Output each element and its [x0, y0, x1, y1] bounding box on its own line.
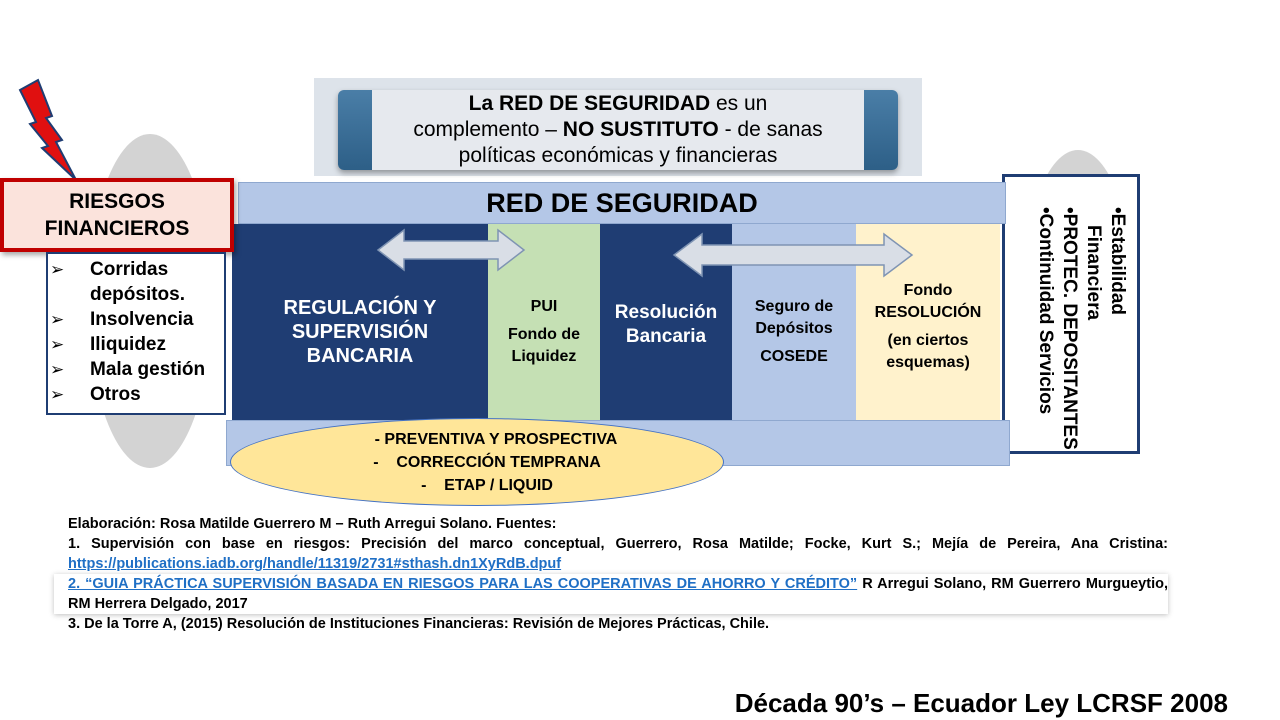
- source-ref-1: 1. Supervisión con base en riesgos: Prec…: [68, 534, 1168, 574]
- column-text: Resolución: [614, 302, 718, 323]
- objective-item: •PROTEC. DEPOSITANTES: [1059, 207, 1080, 450]
- prevention-line: - PREVENTIVA Y PROSPECTIVA: [374, 430, 618, 448]
- column-regulacion: REGULACIÓN Y SUPERVISIÓN BANCARIA: [232, 224, 488, 420]
- source-ref-2-text: R Arregui Solano, RM Guerrero Murgueytio…: [68, 576, 1168, 612]
- banner-line2-post: - de sanas: [718, 118, 823, 141]
- arrow-bullet-icon: ➢: [50, 310, 65, 329]
- list-item: ➢ Corridas: [48, 257, 224, 282]
- sources-heading: Elaboración: Rosa Matilde Guerrero M – R…: [68, 516, 557, 532]
- list-item-text: Insolvencia: [90, 309, 194, 330]
- double-arrow-icon: [672, 232, 914, 278]
- arrow-bullet-icon: ➢: [50, 335, 65, 354]
- column-text: REGULACIÓN Y: [283, 297, 437, 319]
- column-text: Fondo de: [508, 326, 580, 343]
- source-ref-3: 3. De la Torre A, (2015) Resolución de I…: [68, 616, 770, 632]
- list-item-text: Iliquidez: [90, 334, 166, 355]
- column-text: SUPERVISIÓN: [291, 321, 429, 343]
- banner-line1-bold: La RED DE SEGURIDAD: [468, 92, 711, 115]
- column-text: esquemas): [886, 354, 970, 371]
- list-item-text: Otros: [90, 384, 141, 405]
- column-text: COSEDE: [760, 348, 828, 365]
- arrow-bullet-icon: ➢: [50, 260, 65, 279]
- prevention-line: - CORRECCIÓN TEMPRANA: [373, 453, 601, 471]
- column-text: Seguro de: [754, 298, 834, 315]
- right-objectives-text: •Estabilidad Financiera •PROTEC. DEPOSIT…: [1019, 207, 1129, 450]
- list-item: ➢ Insolvencia: [48, 307, 224, 332]
- arrow-bullet-icon: ➢: [50, 360, 65, 379]
- column-text: RESOLUCIÓN: [874, 304, 982, 321]
- lightning-icon: [18, 78, 77, 181]
- column-text: PUI: [530, 298, 558, 315]
- riesgos-title-box: RIESGOS FINANCIEROS: [0, 178, 234, 252]
- prevention-ellipse: - PREVENTIVA Y PROSPECTIVA - CORRECCIÓN …: [230, 418, 724, 506]
- column-text: Bancaria: [625, 326, 707, 347]
- footer-caption: Década 90’s – Ecuador Ley LCRSF 2008: [734, 688, 1228, 718]
- source-ref-2: 2. “GUIA PRÁCTICA SUPERVISIÓN BASADA EN …: [54, 574, 1168, 614]
- source-ref-1-link[interactable]: https://publications.iadb.org/handle/113…: [68, 556, 562, 572]
- arrow-bullet-icon: ➢: [50, 385, 65, 404]
- list-item: depósitos.: [48, 282, 224, 307]
- list-item-text: depósitos.: [90, 284, 186, 305]
- sources-block: Elaboración: Rosa Matilde Guerrero M – R…: [68, 514, 1168, 634]
- list-item-text: Mala gestión: [90, 359, 206, 380]
- list-item-text: Corridas: [90, 259, 169, 280]
- objective-item: •Estabilidad: [1107, 207, 1128, 316]
- column-text: BANCARIA: [306, 345, 414, 367]
- column-text: Fondo: [903, 282, 953, 299]
- banner-text: La RED DE SEGURIDAD es un complemento – …: [372, 90, 864, 170]
- source-ref-2-link[interactable]: 2. “GUIA PRÁCTICA SUPERVISIÓN BASADA EN …: [68, 576, 858, 592]
- right-objectives-box: •Estabilidad Financiera •PROTEC. DEPOSIT…: [1002, 174, 1140, 454]
- objective-item: •Continuidad Servicios: [1035, 207, 1056, 415]
- banner-line3: políticas económicas y financieras: [458, 144, 778, 167]
- red-seguridad-header: RED DE SEGURIDAD: [238, 182, 1006, 224]
- list-item: ➢ Mala gestión: [48, 357, 224, 382]
- banner-line2-pre: complemento –: [413, 118, 563, 141]
- riesgos-title-line: RIESGOS: [69, 190, 165, 213]
- column-text: Liquidez: [511, 348, 577, 365]
- list-item: ➢ Iliquidez: [48, 332, 224, 357]
- objective-item: Financiera: [1083, 225, 1104, 321]
- column-text: Depósitos: [755, 320, 833, 337]
- column-text: (en ciertos: [887, 332, 969, 349]
- double-arrow-icon: [376, 228, 526, 272]
- source-ref-1-text: 1. Supervisión con base en riesgos: Prec…: [68, 536, 1168, 552]
- banner-line2-bold: NO SUSTITUTO: [562, 118, 719, 141]
- riesgos-list: ➢ Corridas depósitos. ➢ Insolvencia ➢ Iliqu…: [46, 252, 226, 415]
- banner-line1-rest: es un: [710, 92, 768, 115]
- list-item: ➢ Otros: [48, 382, 224, 407]
- prevention-line: - ETAP / LIQUID: [421, 476, 553, 494]
- riesgos-title-line: FINANCIEROS: [44, 217, 190, 240]
